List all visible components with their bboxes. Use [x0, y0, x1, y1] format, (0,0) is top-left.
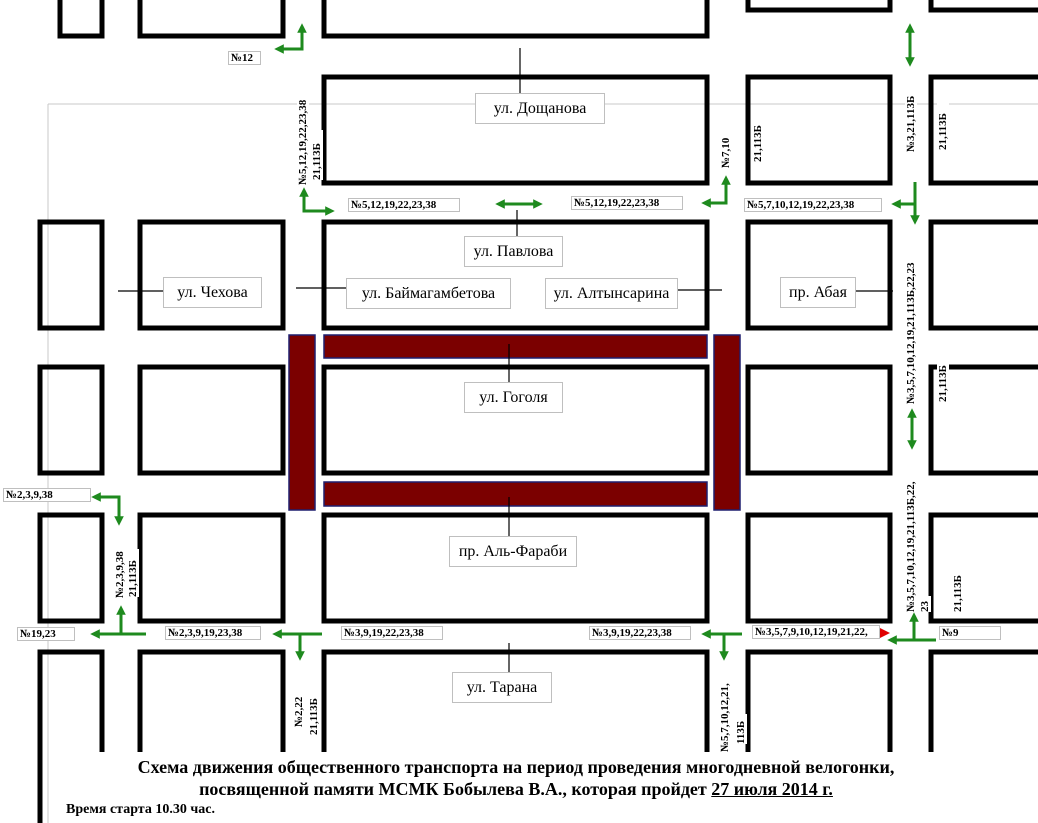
closed-street-bottom [323, 481, 708, 507]
city-block [137, 364, 286, 476]
street-label-chekhova: ул. Чехова [163, 277, 262, 308]
caption-subtitle-text: посвященной памяти МСМК Бобылева В.А., к… [199, 779, 712, 799]
caption-panel: Схема движения общественного транспорта … [66, 752, 1038, 823]
closed-street-right [713, 334, 741, 511]
city-block [745, 74, 893, 186]
route-label-v-abaya-long: №3,5,7,10,12,19,21,113Б,22,23 [905, 228, 917, 404]
route-label-v-2-22: №2,22 [293, 689, 305, 727]
turn-arrow-icon [277, 634, 322, 656]
route-label-v-7-10: №7,10 [720, 124, 732, 168]
turn-arrow-icon [299, 187, 335, 216]
turn-arrow-icon [896, 182, 915, 220]
closed-street-left [288, 334, 316, 511]
caption-start-time: Время старта 10.30 час. [66, 802, 215, 817]
city-block [321, 512, 710, 624]
city-block [928, 74, 1038, 186]
closed-race-zone [288, 334, 741, 511]
route-label-9: №9 [939, 626, 1001, 640]
turn-arrow-icon [701, 175, 731, 208]
street-label-gogolya: ул. Гоголя [464, 382, 563, 413]
city-block [745, 0, 893, 13]
turn-arrow-icon [274, 23, 307, 54]
route-label-v-right-lower: №3,5,7,10,12,19,21,113Б,22, [905, 454, 917, 612]
city-block [745, 512, 893, 624]
closed-street-top [323, 334, 708, 359]
route-label-12: №12 [228, 51, 261, 65]
route-label-3-9-19-a: №3,9,19,22,23,38 [341, 626, 443, 640]
turn-arrow-icon [892, 617, 936, 640]
route-label-v-3-21-113: №3,21,113Б [905, 82, 917, 152]
city-block [37, 364, 105, 476]
route-label-19-23: №19,23 [17, 627, 75, 641]
street-label-abaya: пр. Абая [780, 277, 856, 308]
route-label-v-21-113-right: 21,113Б [937, 102, 949, 150]
route-label-v-right-lower-23: 23 [919, 596, 931, 612]
city-block [745, 364, 893, 476]
turn-arrow-icon [91, 492, 124, 526]
route-label-v-21-113-bottom: 21,113Б [308, 687, 320, 735]
city-block [321, 74, 710, 186]
street-label-tarana: ул. Тарана [452, 672, 552, 703]
city-block [137, 0, 286, 39]
caption-subtitle: посвященной памяти МСМК Бобылева В.А., к… [66, 778, 966, 800]
city-block [57, 0, 105, 39]
street-label-al-farabi: пр. Аль-Фараби [449, 536, 577, 567]
street-label-doshchanova: ул. Дощанова [475, 93, 605, 124]
city-block [928, 0, 1038, 13]
caption-date: 27 июля 2014 г. [711, 779, 833, 799]
route-label-v-5-7-10: №5,7,10,12,21, [719, 674, 731, 752]
city-block [321, 364, 710, 476]
route-label-v-113: 113Б [735, 714, 747, 744]
city-block [137, 219, 286, 331]
route-label-3-9-19-b: №3,9,19,22,23,38 [589, 626, 691, 640]
city-block [37, 512, 105, 624]
city-block [37, 219, 105, 331]
street-label-baymagambetova: ул. Баймагамбетова [346, 278, 511, 309]
city-block [928, 512, 1038, 624]
street-label-altynsarina: ул. Алтынсарина [545, 278, 678, 309]
route-arrows [91, 23, 936, 656]
route-label-v-5-12-a: №5,12,19,22,23,38 [297, 75, 309, 185]
city-block [321, 219, 710, 331]
route-label-v-21-113-left: 21,113Б [127, 549, 139, 597]
route-label-long-bottom: №3,5,7,9,10,12,19,21,22, [752, 625, 880, 639]
city-block [321, 0, 710, 39]
route-label-2-3-9-38: №2,3,9,38 [3, 488, 91, 502]
caption-title: Схема движения общественного транспорта … [137, 757, 895, 777]
route-label-v-5-12-b: 21,113Б [311, 130, 323, 180]
triangle-marker-icon [878, 627, 890, 639]
label-pointers [118, 48, 893, 677]
route-label-v-21-113-r2: 21,113Б [937, 354, 949, 402]
route-label-v-21-113-r3: 21,113Б [952, 564, 964, 612]
route-label-v-21-113-mid: 21,113Б [752, 116, 764, 162]
city-block [928, 219, 1038, 331]
route-label-5-12-right: №5,12,19,22,23,38 [571, 196, 683, 210]
city-block [928, 364, 1038, 476]
route-label-v-2-3-9-38: №2,3,9,38 [114, 538, 126, 598]
route-label-5-7-10: №5,7,10,12,19,22,23,38 [744, 198, 882, 212]
city-block [745, 219, 893, 331]
turn-arrow-icon [95, 610, 146, 634]
route-label-2-3-9-19: №2,3,9,19,23,38 [165, 626, 261, 640]
turn-arrow-icon [706, 634, 742, 656]
street-label-pavlova: ул. Павлова [464, 236, 563, 267]
city-block [137, 512, 286, 624]
route-label-5-12-left: №5,12,19,22,23,38 [348, 198, 460, 212]
